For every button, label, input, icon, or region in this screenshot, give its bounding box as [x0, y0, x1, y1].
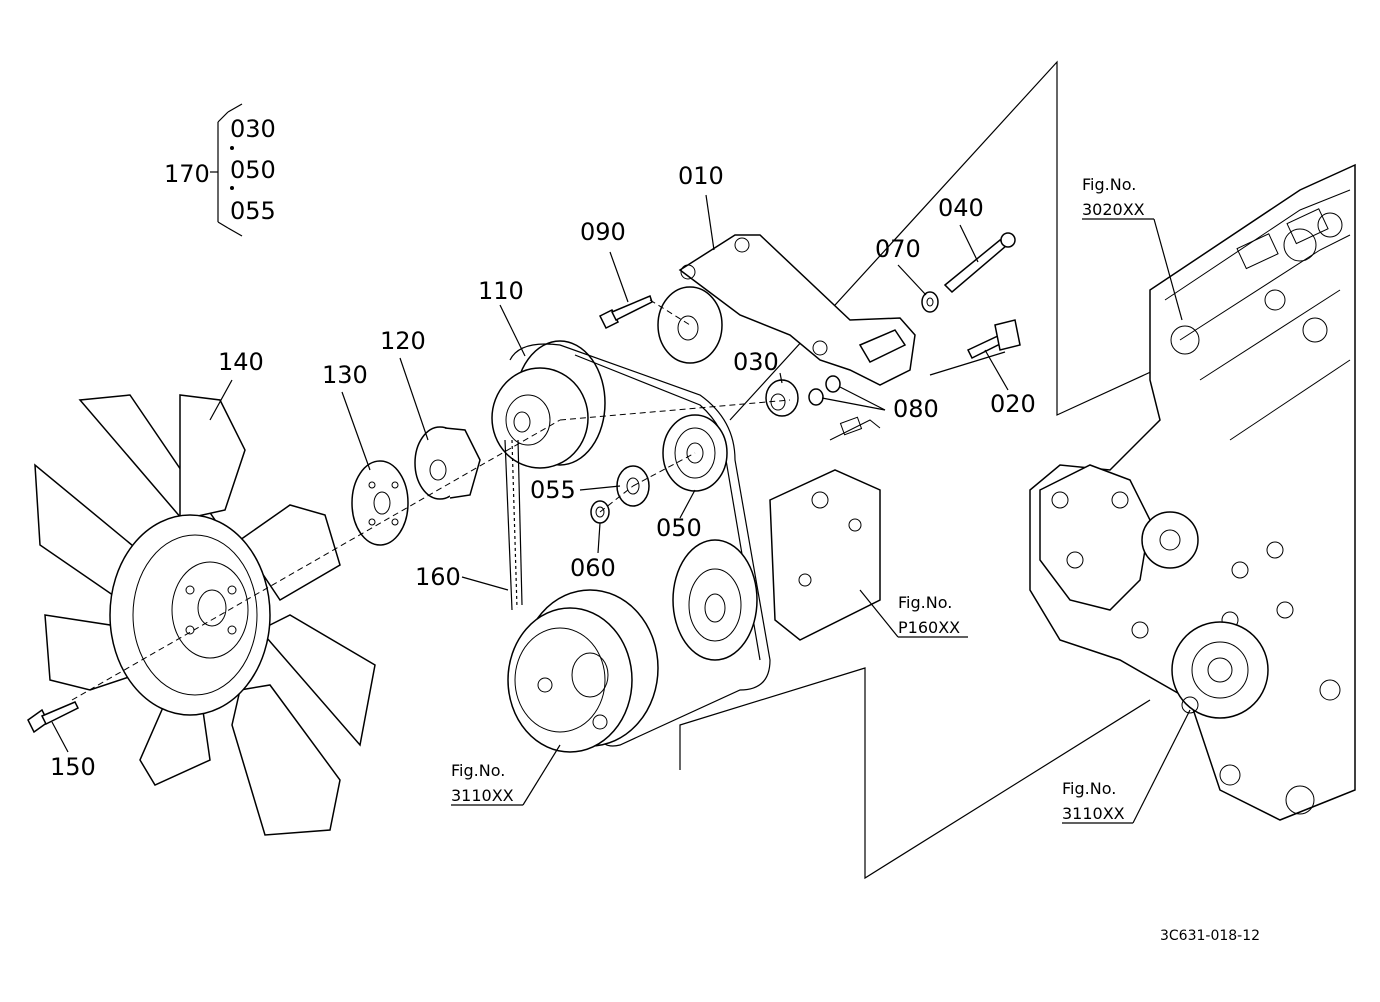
callout-130: 130 — [322, 361, 368, 389]
fan-pulley — [491, 340, 606, 469]
fig-label-3110-right: Fig.No. — [1062, 779, 1116, 798]
callout-070: 070 — [875, 235, 921, 263]
engine-block — [1029, 163, 1356, 821]
callout-040: 040 — [938, 194, 984, 222]
leader-lines — [51, 103, 1191, 824]
callout-030: 030 — [733, 348, 779, 376]
callout-120: 120 — [380, 327, 426, 355]
callout-010: 010 — [678, 162, 724, 190]
fig-ref-3110xx-right: 3110XX — [1062, 804, 1125, 823]
fig-label-3110-left: Fig.No. — [451, 761, 505, 780]
callout-090: 090 — [580, 218, 626, 246]
nuts-080 — [808, 375, 841, 406]
fan-spacer — [351, 460, 409, 546]
drawing-number: 3C631-018-12 — [1160, 928, 1260, 944]
fig-ref-3110xx-left: 3110XX — [451, 786, 514, 805]
washer-070 — [921, 291, 939, 313]
center-lines — [71, 299, 791, 701]
callout-170: 170 — [164, 160, 210, 188]
fig-label-p160: Fig.No. — [898, 593, 952, 612]
bolt-020 — [966, 319, 1021, 360]
tensioner-bracket — [657, 234, 916, 386]
fig-ref-p160xx: P160XX — [898, 618, 960, 637]
kit-item-055: 055 — [230, 197, 276, 225]
callout-050: 050 — [656, 514, 702, 542]
fan-bolt — [27, 701, 80, 734]
callout-020: 020 — [990, 390, 1036, 418]
figure-references: Fig.No. 3020XX Fig.No. P160XX Fig.No. 31… — [451, 175, 1145, 823]
cooling-fan — [34, 394, 376, 836]
crankshaft-pulley — [507, 589, 659, 753]
kit-item-050: 050 — [230, 156, 276, 184]
exploded-view-outline — [679, 60, 1156, 880]
callout-140: 140 — [218, 348, 264, 376]
callout-080: 080 — [893, 395, 939, 423]
fan-hub — [414, 426, 481, 500]
callout-055: 055 — [530, 476, 576, 504]
callout-150: 150 — [50, 753, 96, 781]
fig-ref-3020xx: 3020XX — [1082, 200, 1145, 219]
bolt-090 — [598, 294, 653, 330]
ac-compressor — [672, 416, 881, 661]
bolt-040 — [943, 232, 1016, 294]
callout-labels: 010 090 110 120 130 140 150 160 040 070 … — [50, 115, 1036, 781]
idler-pulley-030 — [765, 379, 799, 417]
fig-label-3020: Fig.No. — [1082, 175, 1136, 194]
kit-item-030: 030 — [230, 115, 276, 143]
callout-160: 160 — [415, 563, 461, 591]
callout-110: 110 — [478, 277, 524, 305]
callout-060: 060 — [570, 554, 616, 582]
